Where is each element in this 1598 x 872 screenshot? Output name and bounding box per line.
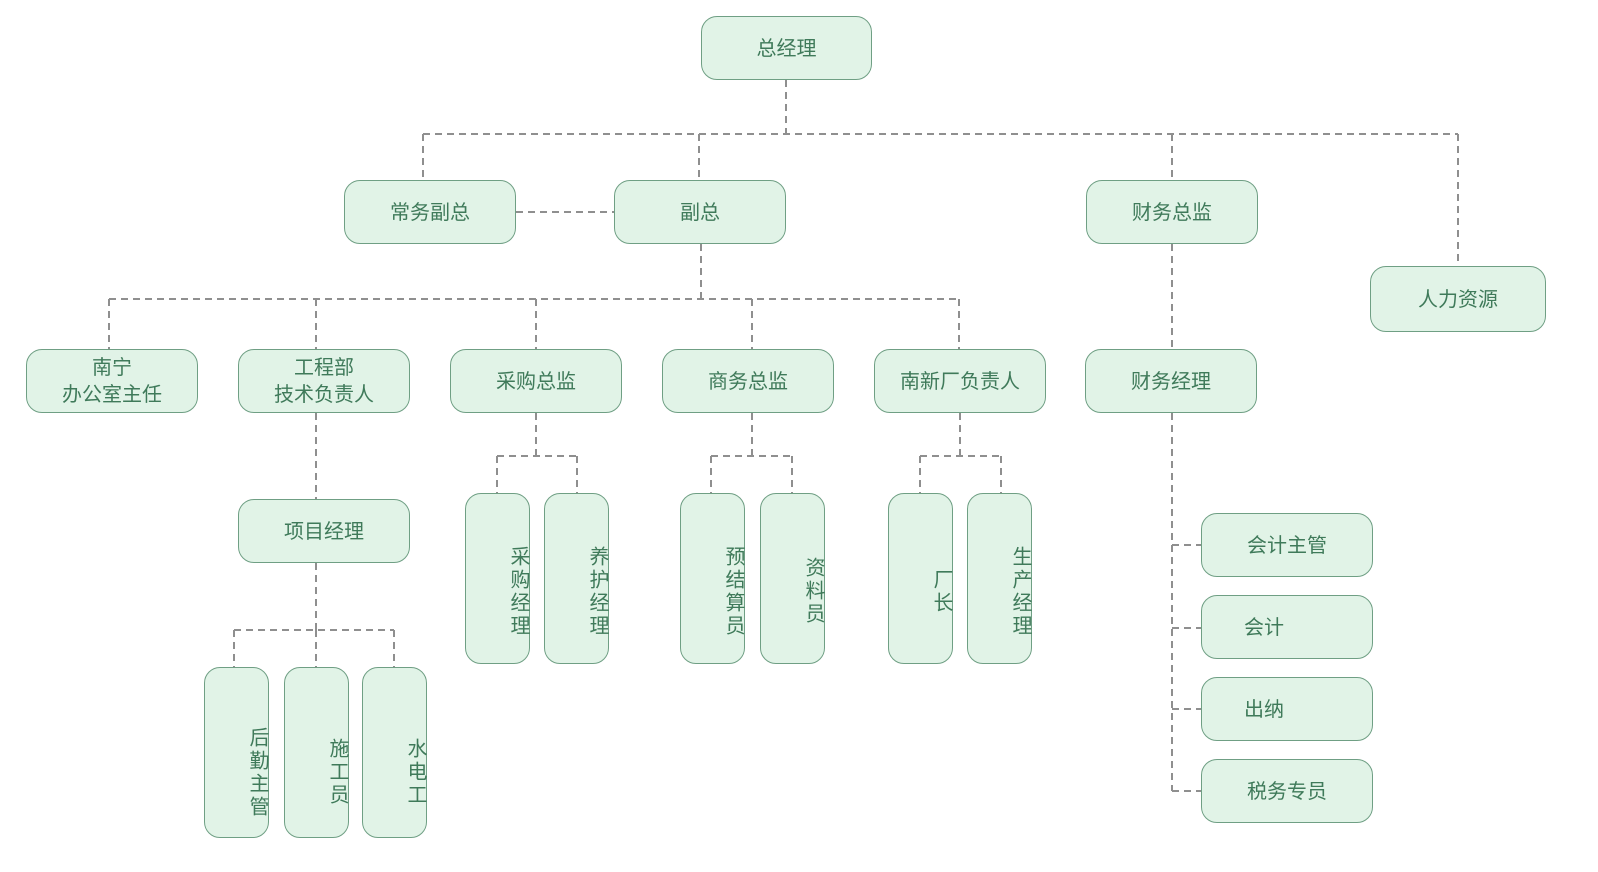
node-maintenance-manager[interactable]: 养护经理 — [544, 493, 610, 664]
node-cashier[interactable]: 出纳 — [1201, 677, 1373, 741]
node-nanxin-plant-head[interactable]: 南新厂负责人 — [874, 349, 1046, 413]
node-purchasing-manager[interactable]: 采购经理 — [465, 493, 531, 664]
node-vp[interactable]: 副总 — [614, 180, 786, 244]
node-production-manager[interactable]: 生产经理 — [967, 493, 1033, 664]
node-hr[interactable]: 人力资源 — [1370, 266, 1546, 332]
node-executive-vp[interactable]: 常务副总 — [344, 180, 516, 244]
node-electrician-plumber[interactable]: 水电工 — [362, 667, 428, 838]
node-tax-specialist[interactable]: 税务专员 — [1201, 759, 1373, 823]
node-finance-manager[interactable]: 财务经理 — [1085, 349, 1257, 413]
node-general-manager[interactable]: 总经理 — [701, 16, 872, 80]
node-accountant[interactable]: 会计 — [1201, 595, 1373, 659]
node-budget-settlement-clerk[interactable]: 预结算员 — [680, 493, 746, 664]
node-engineering-tech-lead[interactable]: 工程部 技术负责人 — [238, 349, 410, 413]
node-accounting-supervisor[interactable]: 会计主管 — [1201, 513, 1373, 577]
node-logistics-supervisor[interactable]: 后勤主管 — [204, 667, 270, 838]
node-plant-director[interactable]: 厂长 — [888, 493, 954, 664]
node-business-director[interactable]: 商务总监 — [662, 349, 834, 413]
node-cfo[interactable]: 财务总监 — [1086, 180, 1258, 244]
node-nanning-office-director[interactable]: 南宁 办公室主任 — [26, 349, 198, 413]
node-construction-worker[interactable]: 施工员 — [284, 667, 350, 838]
node-project-manager[interactable]: 项目经理 — [238, 499, 410, 563]
node-records-clerk[interactable]: 资料员 — [760, 493, 826, 664]
node-purchasing-director[interactable]: 采购总监 — [450, 349, 622, 413]
